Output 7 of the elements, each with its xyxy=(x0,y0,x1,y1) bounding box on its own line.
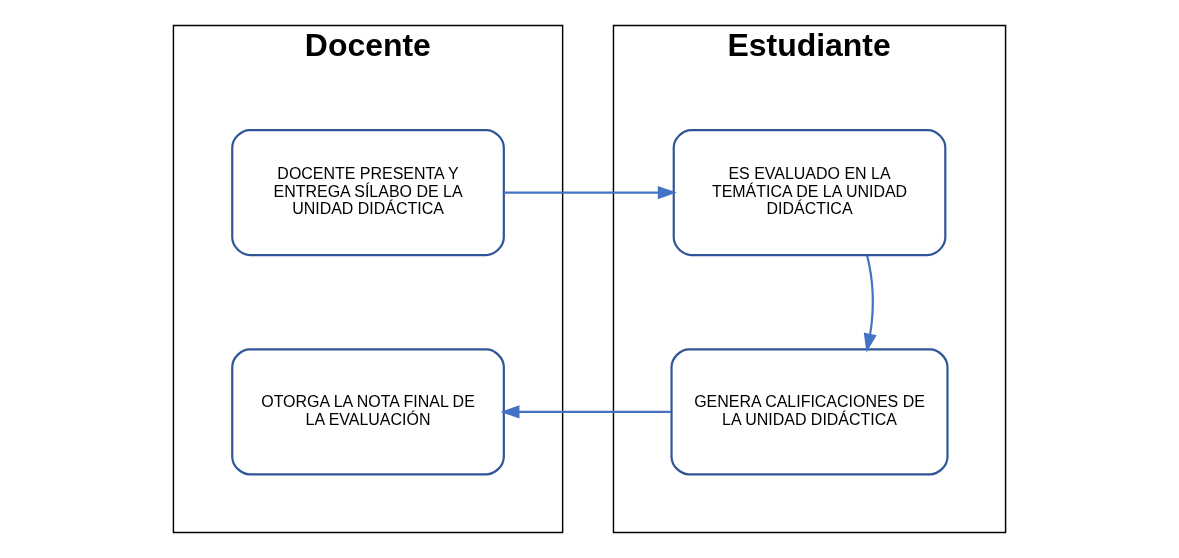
node-box: OTORGA LA NOTA FINAL DE LA EVALUACIÓN xyxy=(231,348,505,476)
node-box: GENERA CALIFICACIONES DE LA UNIDAD DIDÁCTICA xyxy=(670,348,949,476)
arrow xyxy=(500,405,671,419)
arrow xyxy=(863,255,877,353)
node-box: DOCENTE PRESENTA Y ENTREGA SÍLABO DE LA UNIDAD DIDÁCTICA xyxy=(231,129,505,257)
arrow xyxy=(503,185,677,200)
node-box: ES EVALUADO EN LA TEMÁTICA DE LA UNIDAD DIDÁCTICA xyxy=(672,129,947,257)
